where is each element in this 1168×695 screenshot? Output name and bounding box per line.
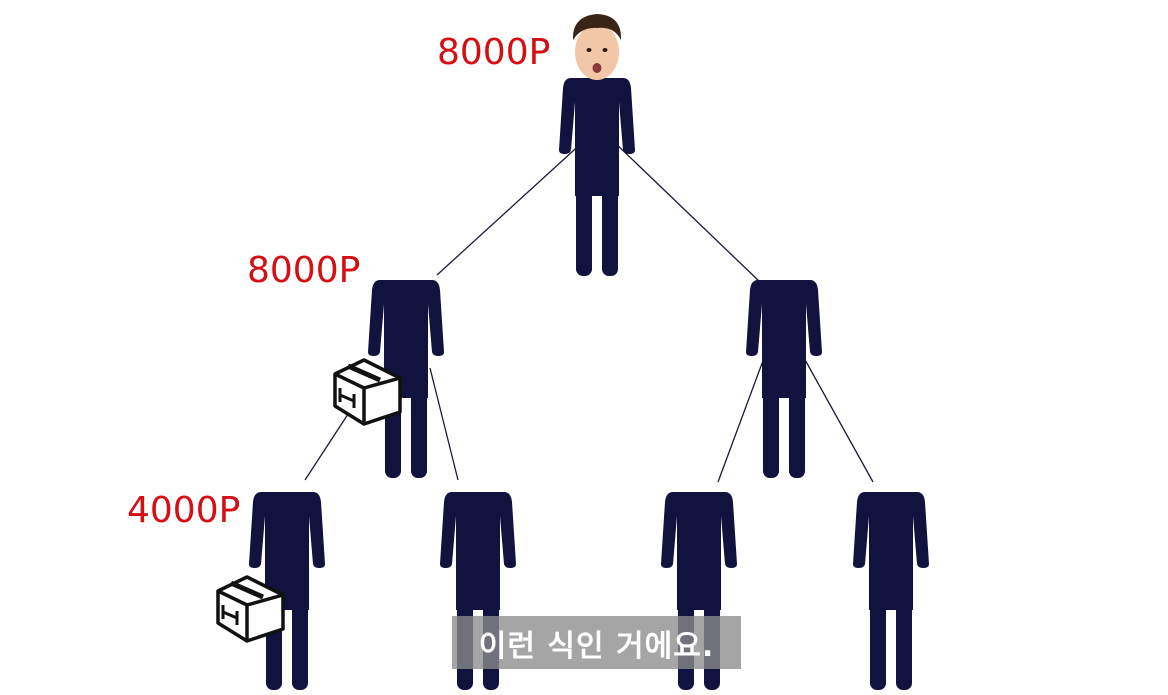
person-top — [559, 14, 635, 276]
person-bottom-4 — [853, 492, 929, 690]
subtitle-caption: 이런 식인 거에요. — [452, 616, 741, 669]
person-photo-head-icon — [572, 14, 622, 80]
connector-midleft-right — [429, 367, 459, 481]
person-mid-right — [746, 280, 822, 478]
connector-midleft-left — [304, 407, 353, 481]
subtitle-text: 이런 식인 거에요. — [478, 628, 715, 664]
connector-top-left — [436, 139, 586, 276]
connector-midright-right — [803, 357, 874, 483]
connector-top-right — [611, 139, 761, 283]
connector-midright-left — [717, 357, 765, 483]
tree-connectors — [304, 139, 874, 483]
label-bottom-left-points: 4000P — [127, 490, 240, 531]
label-top-points: 8000P — [437, 32, 550, 73]
label-mid-left-points: 8000P — [247, 250, 360, 291]
